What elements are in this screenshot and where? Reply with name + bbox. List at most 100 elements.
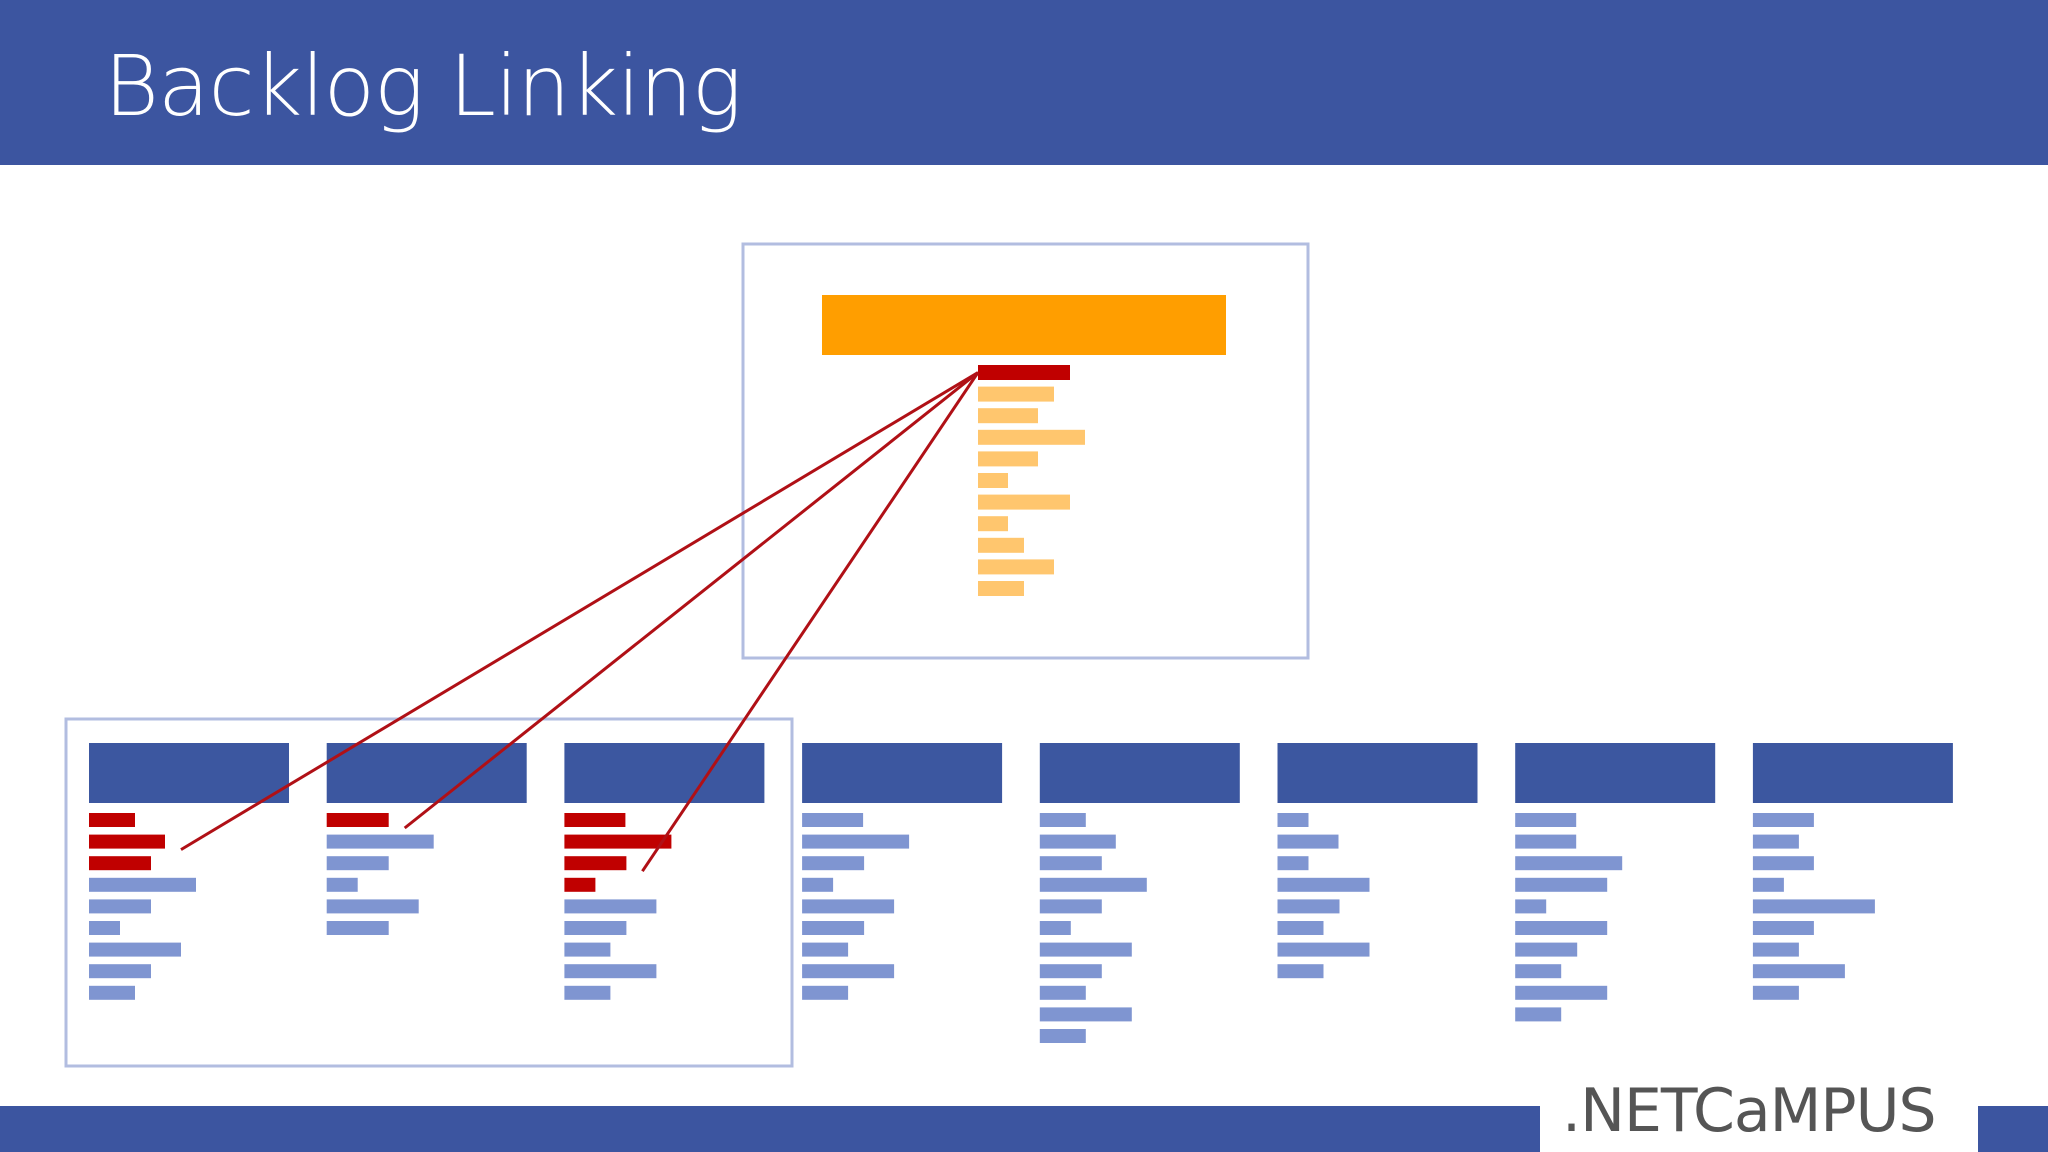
team-item (1752, 834, 1799, 849)
team-item-linked (89, 834, 165, 849)
team-item (564, 985, 611, 1000)
team-item (1752, 921, 1814, 935)
netcampus-logo: .NETCaMPUS (1562, 1076, 1937, 1146)
team-item (1039, 813, 1086, 827)
team-item (1515, 877, 1608, 892)
team-item (1515, 1007, 1562, 1022)
link-line (641, 371, 980, 873)
team-item (802, 942, 849, 957)
portfolio-item (978, 537, 1024, 553)
team-item (564, 921, 627, 935)
team-item (1752, 964, 1845, 979)
team-item (1039, 964, 1102, 979)
portfolio-item (978, 581, 1024, 596)
team-item (1515, 942, 1578, 957)
portfolio-item (978, 429, 1085, 445)
team-item (326, 856, 389, 871)
team-backlog-header (1277, 743, 1478, 803)
team-item (1039, 899, 1102, 914)
team-item (1039, 856, 1102, 871)
team-selection-frame (64, 717, 794, 1068)
team-backlog-header (89, 743, 289, 803)
team-item (802, 921, 865, 935)
team-item (1752, 942, 1799, 957)
team-item (89, 877, 196, 892)
slide-title: Backlog Linking (104, 37, 742, 135)
team-item (1515, 856, 1623, 871)
team-item (802, 856, 865, 871)
team-item (89, 921, 120, 935)
team-item (1515, 834, 1577, 849)
team-item (1752, 877, 1784, 892)
footer-bar (0, 1106, 1540, 1152)
team-item-linked (564, 856, 627, 871)
team-item (1039, 834, 1116, 849)
team-item (1277, 899, 1340, 914)
footer-bar-end (1978, 1106, 2048, 1152)
team-item-linked (564, 877, 596, 892)
team-item (564, 899, 657, 914)
link-line (180, 371, 979, 851)
team-item (564, 964, 657, 979)
portfolio-item (978, 473, 1008, 488)
team-item (326, 877, 358, 892)
portfolio-item (978, 494, 1070, 510)
portfolio-header-bar (822, 295, 1226, 355)
team-item (802, 813, 864, 827)
team-item (1277, 834, 1339, 849)
team-item (802, 985, 849, 1000)
team-item (1515, 813, 1577, 827)
team-backlog-header (1039, 743, 1240, 803)
team-item (1515, 899, 1547, 914)
team-item (802, 877, 834, 892)
link-line (403, 371, 979, 830)
team-item (1515, 921, 1608, 935)
title-banner (0, 0, 2048, 165)
team-item (1277, 921, 1324, 935)
team-item (1277, 813, 1309, 827)
team-item (1277, 877, 1370, 892)
portfolio-frame (741, 242, 1310, 660)
team-item (1039, 1029, 1086, 1043)
team-item (802, 964, 895, 979)
team-item (89, 899, 151, 914)
team-item (1277, 942, 1370, 957)
team-item (1515, 964, 1562, 979)
team-item-linked (89, 813, 135, 827)
team-item-linked (564, 834, 672, 849)
team-item-linked (326, 813, 389, 827)
team-item (1752, 985, 1799, 1000)
team-item (1752, 856, 1814, 871)
team-item (1752, 813, 1814, 827)
team-item (1515, 985, 1608, 1000)
team-item (89, 985, 135, 1000)
team-item-linked (564, 813, 626, 827)
team-item (564, 942, 611, 957)
portfolio-item (978, 408, 1038, 424)
team-backlog-header (326, 743, 527, 803)
team-item (89, 942, 181, 957)
team-item (326, 921, 389, 935)
team-item (1039, 985, 1086, 1000)
team-item (1039, 921, 1071, 935)
team-item (802, 899, 895, 914)
team-item (1277, 856, 1309, 871)
team-item-linked (89, 856, 151, 871)
team-backlog-header (802, 743, 1003, 803)
portfolio-item (978, 451, 1038, 467)
team-item (326, 834, 434, 849)
team-item (1752, 899, 1875, 914)
portfolio-item (978, 386, 1054, 402)
team-backlog-header (1752, 743, 1953, 803)
portfolio-item (978, 516, 1008, 532)
team-item (802, 834, 910, 849)
team-item (89, 964, 151, 979)
portfolio-item-linked (978, 365, 1070, 380)
team-item (1039, 877, 1147, 892)
team-item (326, 899, 419, 914)
team-backlog-header (564, 743, 765, 803)
team-item (1039, 942, 1132, 957)
portfolio-item (978, 559, 1054, 575)
team-item (1277, 964, 1324, 979)
